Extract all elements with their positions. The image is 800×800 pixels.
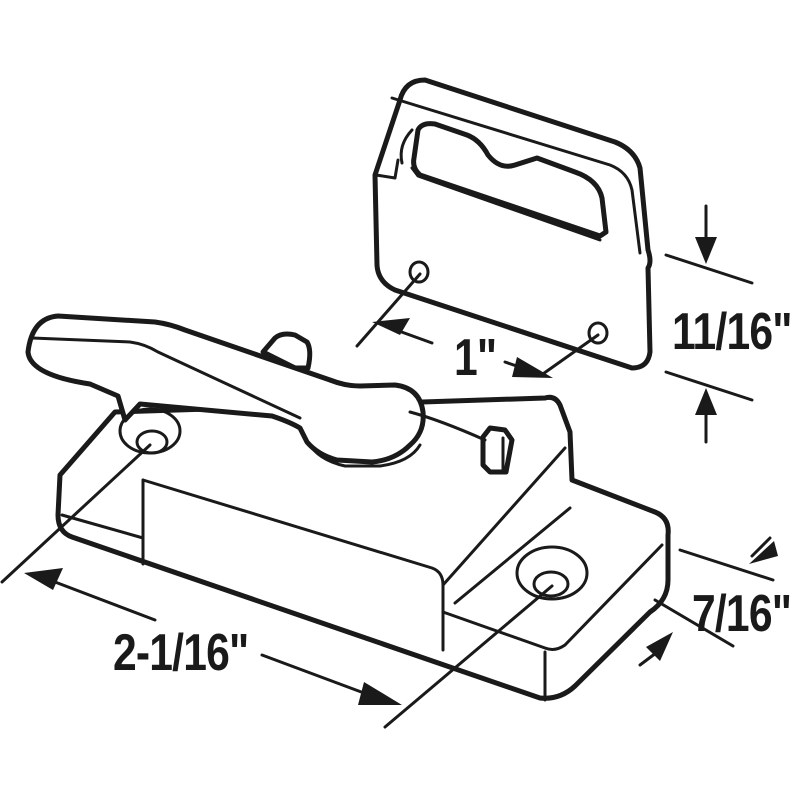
keeper-side	[374, 158, 400, 180]
keeper-opening-left	[399, 128, 414, 165]
lever-cam-curve	[408, 410, 487, 442]
lever-top-edge	[30, 336, 302, 420]
dimension-keeper-height	[664, 204, 754, 444]
label-keeper-height: 11/16"	[672, 303, 792, 361]
label-keeper-hole-spacing: 1"	[454, 329, 497, 387]
lever-body-bottom	[306, 440, 422, 468]
lock-base-right-step	[441, 543, 664, 651]
lock-screw-hole-right-inner	[532, 570, 570, 598]
lock-base-edge-front	[60, 513, 145, 540]
keeper-opening-lip	[410, 166, 602, 242]
keeper-body	[372, 77, 653, 371]
dimension-lock-base-width	[638, 536, 778, 667]
dimension-keeper-hole-spacing	[355, 272, 600, 378]
keeper-rim	[390, 96, 642, 255]
lock-pin	[260, 331, 313, 371]
label-lock-base-width: 7/16"	[692, 585, 792, 643]
lock-base-slot-1	[441, 446, 567, 587]
keeper-opening	[411, 121, 609, 239]
lock-tab	[480, 425, 515, 475]
label-lock-hole-spacing: 2-1/16"	[113, 624, 249, 682]
sash-lock	[55, 331, 671, 702]
lock-screw-hole-right-outer	[515, 545, 589, 601]
keeper-screw-hole-right	[587, 321, 609, 345]
lock-screw-hole-left-inner	[135, 429, 169, 455]
lever-handle	[25, 313, 487, 468]
keeper-screw-hole-left	[408, 260, 430, 284]
lock-base-slot-2	[453, 506, 572, 605]
dimension-lock-hole-spacing	[0, 443, 554, 729]
lever	[25, 313, 426, 465]
keeper	[372, 77, 653, 371]
